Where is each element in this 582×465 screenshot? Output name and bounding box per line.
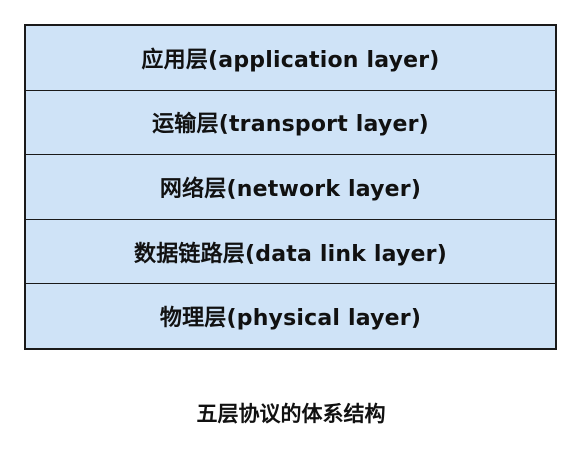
diagram-caption: 五层协议的体系结构 (196, 402, 386, 426)
layer-label-network: 网络层(network layer) (159, 176, 422, 202)
layer-label-physical: 物理层(physical layer) (159, 306, 422, 332)
layer-label-transport: 运输层(transport layer) (152, 112, 429, 138)
layer-network: 网络层(network layer) (26, 155, 555, 220)
layer-physical: 物理层(physical layer) (26, 284, 555, 348)
layer-transport: 运输层(transport layer) (26, 90, 555, 156)
layer-label-application: 应用层(application layer) (141, 47, 440, 73)
layer-application: 应用层(application layer) (26, 26, 555, 91)
protocol-layer-stack: 应用层(application layer) 运输层(transport lay… (24, 24, 557, 350)
layer-data-link: 数据链路层(data link layer) (26, 219, 555, 285)
layer-label-data-link: 数据链路层(data link layer) (134, 241, 447, 267)
